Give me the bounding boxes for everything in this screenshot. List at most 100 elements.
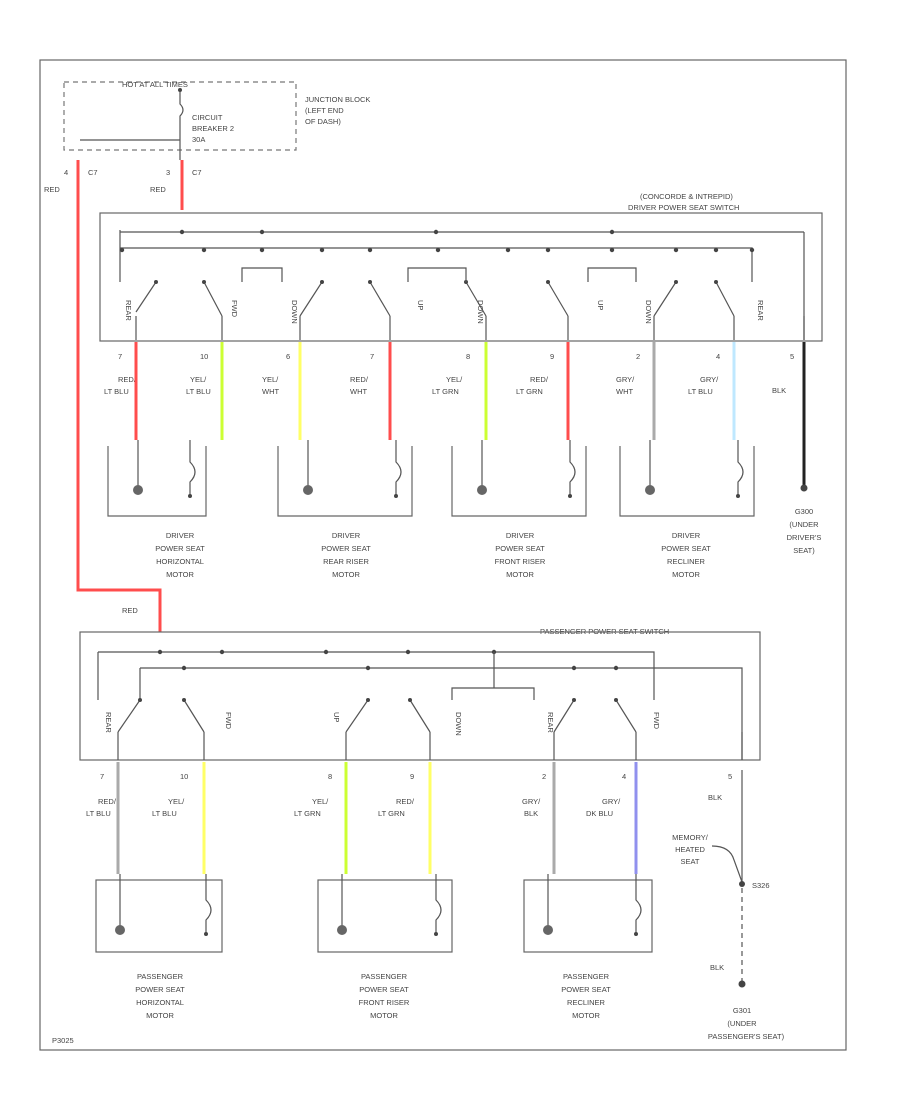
driver-pin-1-wire2: LT BLU — [104, 387, 129, 396]
passenger-switch-node — [613, 665, 619, 671]
driver-switch-node — [179, 229, 185, 235]
driver-switch-blade — [547, 281, 569, 317]
passenger-pin-1-wire2: LT BLU — [86, 809, 111, 818]
driver-switch-blade — [715, 281, 735, 317]
driver-motor-3-line2: POWER SEAT — [495, 544, 545, 553]
junction-text-line1: JUNCTION BLOCK — [305, 95, 370, 104]
passenger-motor-2-line2: POWER SEAT — [359, 985, 409, 994]
driver-ground-line4: SEAT) — [793, 546, 815, 555]
passenger-switch-contact — [572, 698, 576, 702]
driver-motor-1-line4: MOTOR — [166, 570, 194, 579]
driver-motor-3-line1: DRIVER — [506, 531, 535, 540]
driver-pin-2-wire2: LT BLU — [186, 387, 211, 396]
driver-switch-contact — [546, 280, 550, 284]
passenger-motor-node — [634, 932, 638, 936]
driver-motor-4-line3: RECLINER — [667, 557, 706, 566]
driver-switch-node — [713, 247, 719, 253]
passenger-pin-3-wire2: LT GRN — [294, 809, 321, 818]
driver-switch-blade — [465, 281, 487, 317]
driver-motor-3-line4: MOTOR — [506, 570, 534, 579]
memory-heated-line1: MEMORY/ — [672, 833, 709, 842]
driver-switch-node — [749, 247, 755, 253]
passenger-motor-box — [317, 879, 453, 953]
passenger-pin-4-wire2: LT GRN — [378, 809, 405, 818]
breaker-symbol — [179, 92, 184, 160]
driver-pin-2-wire1: YEL/ — [190, 375, 207, 384]
driver-switch-title-line1: (CONCORDE & INTREPID) — [640, 192, 733, 201]
passenger-motor-2-line1: PASSENGER — [361, 972, 408, 981]
driver-pin-8-wire1: GRY/ — [700, 375, 719, 384]
driver-motor-node — [188, 494, 192, 498]
driver-pin-4-num: 7 — [370, 352, 374, 361]
passenger-motor-box — [95, 879, 223, 953]
diagram-frame — [39, 59, 847, 1051]
passenger-switch-box — [79, 631, 761, 761]
memory-heated-label: MEMORY/ HEATED SEAT — [672, 833, 709, 866]
driver-motor-1-line1: DRIVER — [166, 531, 195, 540]
passenger-pin-7-wire1: BLK — [708, 793, 722, 802]
red-feed-wire-long — [76, 160, 162, 632]
driver-motor-box — [451, 446, 587, 517]
passenger-switch-contact — [408, 698, 412, 702]
passenger-switch-node — [157, 649, 163, 655]
driver-motor-symbol — [477, 485, 487, 495]
driver-motor-labels: DRIVER POWER SEAT HORIZONTAL MOTOR DRIVE… — [155, 531, 711, 579]
driver-pin-8-wire2: LT BLU — [688, 387, 713, 396]
passenger-motor-box — [523, 879, 653, 953]
breaker-text-line3: 30A — [192, 135, 205, 144]
driver-switch-contact — [674, 280, 678, 284]
splice-label: S326 — [752, 881, 770, 890]
driver-switch-blade — [135, 281, 157, 313]
passenger-motor-lead — [205, 874, 212, 934]
passenger-motor-symbol — [115, 925, 125, 935]
memory-heated-wire — [711, 845, 743, 883]
driver-switch-bus-2 — [120, 247, 753, 282]
passenger-pin-4-wire1: RED/ — [396, 797, 415, 806]
passenger-motors — [95, 874, 653, 953]
passenger-pin-5-wire2: BLK — [524, 809, 538, 818]
passenger-pin-6-wire2: DK BLU — [586, 809, 613, 818]
driver-switch-node — [609, 247, 615, 253]
passenger-switch-bus-2 — [97, 652, 743, 760]
passenger-motor-3-line4: MOTOR — [572, 1011, 600, 1020]
passenger-motor-2-line3: FRONT RISER — [359, 998, 410, 1007]
driver-motor-lead — [189, 440, 196, 496]
driver-motor-box — [277, 446, 413, 517]
driver-pins: 7 RED/ LT BLU 10 YEL/ LT BLU 6 YEL/ WHT … — [104, 352, 794, 396]
passenger-switch-blade — [345, 699, 369, 733]
driver-switch-bus — [119, 230, 805, 340]
passenger-pin-6-num: 4 — [622, 772, 626, 781]
memory-heated-line2: HEATED — [675, 845, 705, 854]
driver-switch-contact — [368, 280, 372, 284]
driver-switch-contact-label: UP — [416, 300, 425, 310]
driver-pin-1-wire1: RED/ — [118, 375, 137, 384]
passenger-switch-contact-label: FWD — [652, 712, 661, 730]
driver-pin-9-wire1: BLK — [772, 386, 786, 395]
driver-switch-node — [433, 229, 439, 235]
passenger-pin-5-num: 2 — [542, 772, 546, 781]
jb-pin-right-conn: C7 — [192, 168, 202, 177]
passenger-switch-blade — [183, 699, 205, 733]
driver-motor-lead — [395, 440, 402, 496]
driver-pin-9-num: 5 — [790, 352, 794, 361]
driver-switch-title-line2: DRIVER POWER SEAT SWITCH — [628, 203, 739, 212]
passenger-ground-line2: (UNDER — [727, 1019, 757, 1028]
passenger-pins: 7 RED/ LT BLU 10 YEL/ LT BLU 8 YEL/ LT G… — [86, 772, 732, 818]
driver-motor-lead — [737, 440, 744, 496]
driver-motor-2-line1: DRIVER — [332, 531, 361, 540]
passenger-pin-5-wire1: GRY/ — [522, 797, 541, 806]
driver-motor-1-line2: POWER SEAT — [155, 544, 205, 553]
driver-motor-4-line4: MOTOR — [672, 570, 700, 579]
driver-pin-3-num: 6 — [286, 352, 290, 361]
passenger-switch-blade — [409, 699, 431, 733]
passenger-pin-3-num: 8 — [328, 772, 332, 781]
passenger-switch-blade — [117, 699, 141, 733]
passenger-motor-node — [434, 932, 438, 936]
driver-pin-2-num: 10 — [200, 352, 208, 361]
driver-switch-node — [319, 247, 325, 253]
driver-wires — [134, 342, 806, 485]
driver-switch-node — [259, 229, 265, 235]
driver-switch-contact-label: FWD — [230, 300, 239, 318]
passenger-pin-2-num: 10 — [180, 772, 188, 781]
